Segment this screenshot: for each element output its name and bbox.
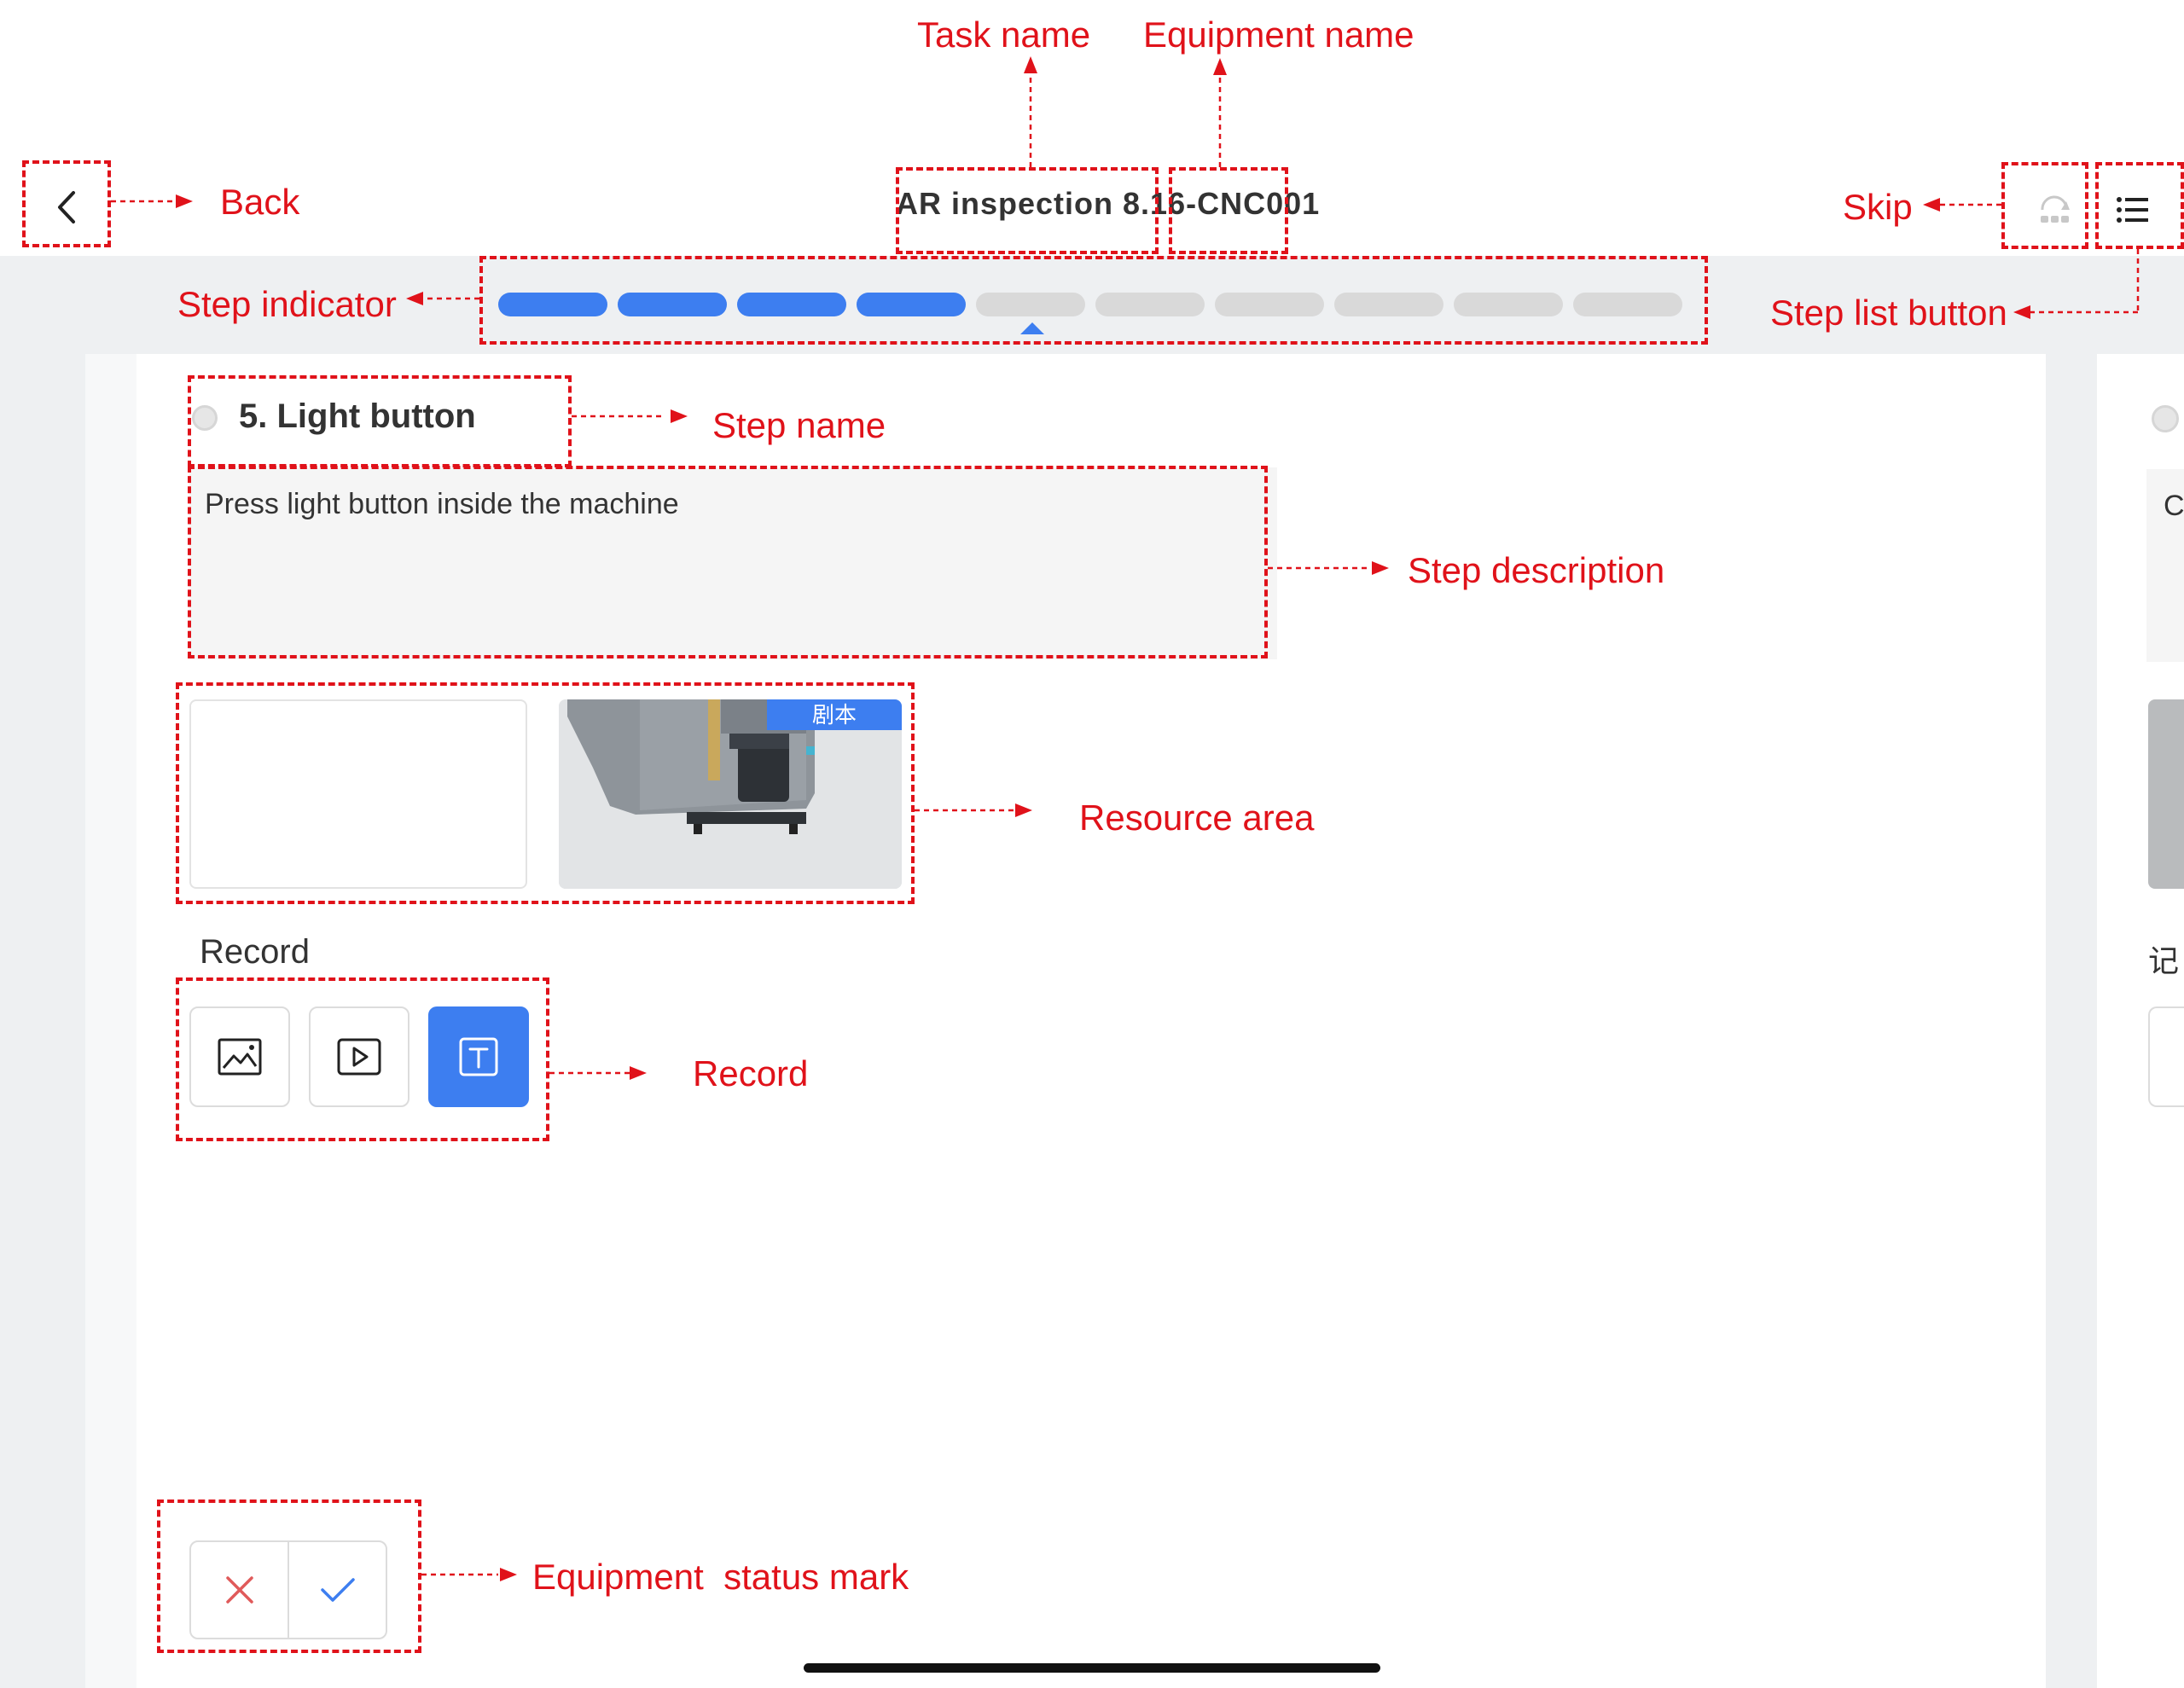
next-step-record-peek: 记 [2148,943,2180,978]
list-icon [2117,197,2148,223]
step-segment-10[interactable] [1573,293,1682,316]
confirm-check-icon [320,1578,355,1602]
step-name: 5. Light button [239,397,476,435]
step-segment-5[interactable] [976,293,1085,316]
annotation-task-name: Task name [917,15,1091,55]
step-segment-4[interactable] [857,293,966,316]
resource-empty-slot[interactable] [189,699,527,889]
reject-button[interactable] [191,1542,288,1638]
annotation-record: Record [693,1053,809,1093]
record-image-button[interactable] [189,1006,290,1107]
reject-x-icon [225,1576,253,1604]
annotation-skip: Skip [1843,187,1913,227]
equipment-name: CNC001 [1197,186,1321,221]
skip-highlight [2001,162,2088,249]
step-segment-3[interactable] [737,293,846,316]
step-segment-8[interactable] [1334,293,1443,316]
status-mark-highlight [157,1499,421,1653]
next-step-radio [2152,405,2179,432]
skip-button[interactable] [2013,169,2095,251]
equipment-name-highlight [1169,167,1288,254]
step-segment-9[interactable] [1454,293,1563,316]
header-bar [0,0,2184,256]
next-step-image-peek [2148,699,2184,889]
step-description-highlight [188,466,1268,658]
next-step-text-peek: C [2164,490,2184,522]
confirm-button[interactable] [288,1542,386,1638]
home-indicator [804,1663,1380,1673]
task-name: AR inspection 8.16 [896,186,1187,221]
next-step-desc-peek [2146,469,2184,662]
step-indicator-highlight [479,256,1708,345]
resource-thumbnail[interactable]: 剧本 [559,699,902,889]
task-name-highlight [896,167,1159,254]
equipment-status-mark [189,1540,387,1639]
annotation-step-description: Step description [1408,550,1665,590]
image-icon [218,1038,262,1076]
step-segment-7[interactable] [1215,293,1324,316]
step-status-radio[interactable] [192,405,218,431]
step-description: Press light button inside the machine [205,488,679,520]
text-icon [459,1037,498,1076]
record-video-button[interactable] [309,1006,410,1107]
page-title: AR inspection 8.16-CNC001 [896,186,1320,222]
cnc-machine-image [559,699,902,889]
annotation-status-mark: Equipment status mark [532,1557,909,1597]
right-gutter [2046,354,2097,1688]
skip-icon [2041,195,2070,223]
record-label: Record [200,933,310,971]
step-description-box [189,467,1277,659]
step-segment-6[interactable] [1095,293,1205,316]
left-gutter [0,354,85,1688]
step-list-button[interactable] [2092,169,2174,251]
step-indicator-bar [0,256,2184,354]
back-chevron-icon [58,191,75,223]
annotation-step-name: Step name [712,405,886,445]
annotation-back: Back [220,182,300,222]
annotation-equipment-name: Equipment name [1143,15,1414,55]
step-segment-1[interactable] [498,293,607,316]
resource-area-highlight [176,682,915,904]
back-highlight [22,160,111,247]
annotation-step-indicator: Step indicator [177,284,397,324]
left-edge [85,354,136,1688]
step-segment-2[interactable] [618,293,727,316]
current-step-pointer [1020,322,1044,334]
video-icon [337,1038,381,1076]
annotation-resource-area: Resource area [1079,798,1315,838]
script-tag: 剧本 [767,699,902,730]
title-separator: - [1186,186,1198,221]
record-text-button[interactable] [428,1006,529,1107]
step-list-highlight [2095,162,2184,249]
annotation-step-list-button: Step list button [1770,293,2007,333]
record-highlight [176,977,549,1141]
back-button[interactable] [26,166,107,248]
next-step-record-btn-peek [2148,1006,2184,1107]
